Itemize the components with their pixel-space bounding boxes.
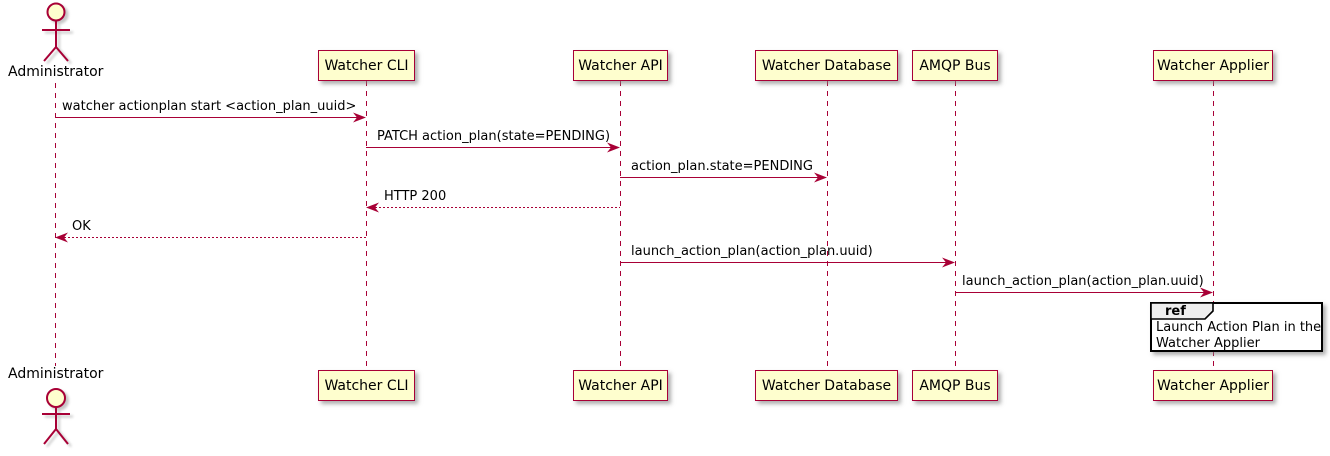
participant-label: Watcher API xyxy=(578,377,663,394)
participant-watcher-cli-top: Watcher CLI xyxy=(318,50,415,81)
message-label-2: PATCH action_plan(state=PENDING) xyxy=(377,129,611,144)
actor-head-icon xyxy=(46,388,66,408)
participant-watcher-api-bottom: Watcher API xyxy=(573,370,668,401)
message-arrow-1 xyxy=(55,112,366,123)
participant-watcher-cli-bottom: Watcher CLI xyxy=(318,370,415,401)
participant-label: Watcher API xyxy=(578,57,663,74)
participant-amqp-bus-top: AMQP Bus xyxy=(912,50,998,81)
ref-keyword: ref xyxy=(1165,304,1186,319)
participant-label: Watcher CLI xyxy=(324,57,409,74)
participant-watcher-applier-bottom: Watcher Applier xyxy=(1153,370,1273,401)
message-arrow-7 xyxy=(955,287,1213,298)
message-arrow-4 xyxy=(366,202,620,213)
message-arrow-3 xyxy=(620,172,827,183)
message-label-7: launch_action_plan(action_plan.uuid) xyxy=(962,274,1204,289)
participant-watcher-api-top: Watcher API xyxy=(573,50,668,81)
message-label-4: HTTP 200 xyxy=(384,189,447,204)
ref-header-pentagon xyxy=(1150,302,1214,320)
actor-administrator-figure-top xyxy=(42,2,70,62)
participant-amqp-bus-bottom: AMQP Bus xyxy=(912,370,998,401)
participant-label: Watcher Applier xyxy=(1157,57,1269,74)
ref-text-line: Launch Action Plan in the xyxy=(1156,320,1322,335)
actor-administrator-label-bottom: Administrator xyxy=(8,366,104,382)
ref-text-line: Watcher Applier xyxy=(1156,336,1260,351)
participant-label: Watcher Applier xyxy=(1157,377,1269,394)
ref-fragment: ref Launch Action Plan in the Watcher Ap… xyxy=(1150,302,1323,352)
actor-head-icon xyxy=(46,2,66,22)
participant-watcher-database-top: Watcher Database xyxy=(755,50,898,81)
message-arrow-5 xyxy=(55,232,366,243)
participant-label: Watcher Database xyxy=(761,377,892,394)
actor-administrator-label-top: Administrator xyxy=(8,64,104,80)
message-arrow-6 xyxy=(620,257,955,268)
participant-label: Watcher Database xyxy=(761,57,892,74)
actor-administrator-figure-bottom xyxy=(42,388,70,445)
participant-watcher-database-bottom: Watcher Database xyxy=(755,370,898,401)
participant-label: Watcher CLI xyxy=(324,377,409,394)
message-label-6: launch_action_plan(action_plan.uuid) xyxy=(631,244,873,259)
message-label-1: watcher actionplan start <action_plan_uu… xyxy=(62,99,357,114)
message-label-3: action_plan.state=PENDING xyxy=(631,159,813,174)
message-label-5: OK xyxy=(72,219,91,234)
participant-label: AMQP Bus xyxy=(919,377,991,394)
message-arrow-2 xyxy=(366,142,620,153)
participant-watcher-applier-top: Watcher Applier xyxy=(1153,50,1273,81)
participant-label: AMQP Bus xyxy=(919,57,991,74)
